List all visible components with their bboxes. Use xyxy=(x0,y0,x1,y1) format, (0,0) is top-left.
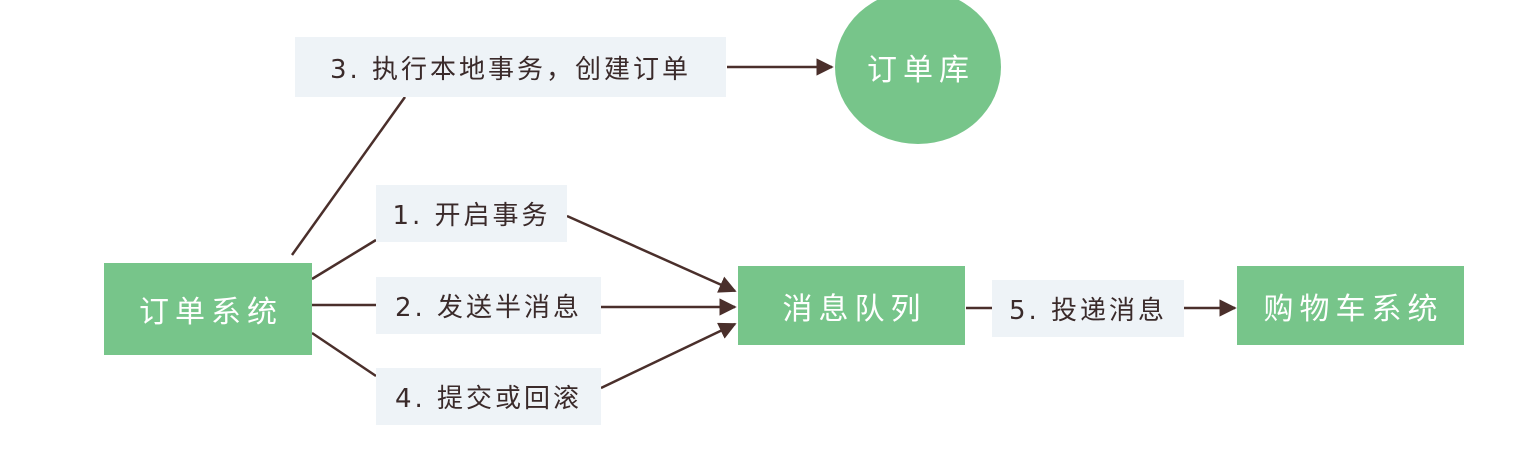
line-step3-in xyxy=(290,96,407,256)
message-queue-node: 消息队列 xyxy=(738,266,965,345)
edge-label-step5: 5. 投递消息 xyxy=(992,280,1184,337)
arrow-step4-out xyxy=(600,322,737,390)
cart-system-node: 购物车系统 xyxy=(1237,266,1464,345)
arrow-step1-out xyxy=(566,214,737,293)
line-step4-in xyxy=(311,331,377,378)
edge-label-step2: 2. 发送半消息 xyxy=(376,277,601,334)
line-step1-in xyxy=(311,238,377,281)
edge-label-step1: 1. 开启事务 xyxy=(376,185,567,242)
edge-label-step4: 4. 提交或回滚 xyxy=(376,368,601,425)
order-system-node: 订单系统 xyxy=(104,263,312,355)
order-db-node: 订单库 xyxy=(835,0,1001,144)
edge-label-step3: 3. 执行本地事务，创建订单 xyxy=(295,37,726,97)
